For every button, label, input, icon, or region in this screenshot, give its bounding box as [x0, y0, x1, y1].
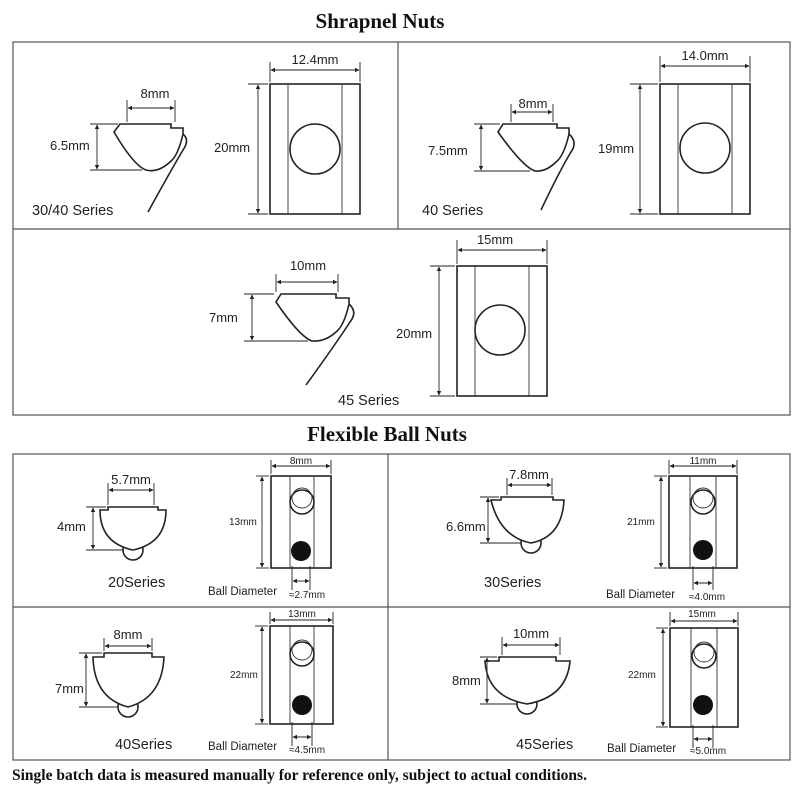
profile-height-dimension: 4mm	[57, 506, 123, 551]
ball-diameter-value: ≈2.7mm	[289, 590, 325, 601]
top-width-dimension: 7.8mm	[506, 467, 553, 495]
plate-length-dimension: 22mm	[628, 627, 668, 728]
shrapnel-plate-drawing	[659, 83, 751, 215]
svg-text:20mm: 20mm	[214, 140, 250, 155]
footnote: Single batch data is measured manually f…	[12, 767, 587, 784]
svg-text:7mm: 7mm	[55, 681, 84, 696]
svg-text:5.7mm: 5.7mm	[111, 472, 151, 487]
shrapnel-profile-drawing	[113, 123, 188, 213]
series-label: 30/40 Series	[32, 203, 113, 219]
svg-text:8mm: 8mm	[290, 456, 312, 467]
plate-width-dimension: 15mm	[456, 232, 548, 264]
plate-length-dimension: 20mm	[396, 265, 455, 397]
profile-height-dimension: 7mm	[209, 293, 308, 342]
svg-text:11mm: 11mm	[689, 456, 716, 467]
ball-nut-30: 7.8mm 6.6mm 30Series 11mm 21mm	[446, 456, 738, 603]
ball-nut-profile-drawing	[484, 656, 571, 715]
top-width-dimension: 8mm	[126, 86, 176, 122]
plate-width-dimension: 13mm	[269, 609, 334, 624]
plate-length-dimension: 13mm	[229, 475, 269, 569]
ball-nut-plate-drawing	[270, 475, 332, 569]
svg-text:6.5mm: 6.5mm	[50, 138, 90, 153]
ball-nut-profile-drawing	[489, 496, 565, 554]
svg-text:10mm: 10mm	[290, 258, 326, 273]
top-width-dimension: 5.7mm	[107, 472, 155, 505]
plate-length-dimension: 20mm	[214, 83, 268, 215]
svg-text:13mm: 13mm	[229, 517, 257, 528]
svg-text:7mm: 7mm	[209, 310, 238, 325]
ball-diameter-dimension	[692, 566, 714, 590]
top-width-dimension: 10mm	[501, 626, 561, 655]
top-width-dimension: 10mm	[275, 258, 339, 292]
ball-diameter-value: ≈4.0mm	[689, 592, 725, 603]
profile-height-dimension: 8mm	[452, 656, 517, 705]
ball-nut-plate-drawing	[668, 475, 738, 569]
svg-text:8mm: 8mm	[114, 627, 143, 642]
svg-text:12.4mm: 12.4mm	[292, 52, 339, 67]
plate-width-dimension: 11mm	[668, 456, 738, 474]
svg-text:8mm: 8mm	[519, 96, 548, 111]
series-label: 20Series	[108, 575, 165, 591]
ball-diameter-label: Ball Diameter	[606, 589, 675, 601]
svg-text:10mm: 10mm	[513, 626, 549, 641]
ball-diameter-dimension	[692, 725, 714, 748]
shrapnel-section-title: Shrapnel Nuts	[316, 9, 445, 33]
ball-nuts-section-title: Flexible Ball Nuts	[307, 422, 467, 446]
ball-diameter-value: ≈5.0mm	[690, 746, 726, 757]
shrapnel-profile-drawing	[497, 123, 575, 211]
top-width-dimension: 8mm	[510, 96, 554, 122]
svg-text:22mm: 22mm	[230, 670, 258, 681]
plate-width-dimension: 14.0mm	[659, 48, 751, 82]
svg-text:8mm: 8mm	[452, 673, 481, 688]
plate-length-dimension: 22mm	[230, 625, 268, 725]
ball-diameter-value: ≈4.5mm	[289, 745, 325, 756]
profile-height-dimension: 7mm	[55, 652, 118, 708]
svg-text:21mm: 21mm	[627, 517, 655, 528]
shrapnel-nut-40: 8mm 7.5mm 40 Series 14.0mm 19mm	[422, 48, 751, 219]
profile-height-dimension: 6.5mm	[50, 123, 142, 171]
series-label: 40 Series	[422, 203, 483, 219]
shrapnel-plate-drawing	[269, 83, 361, 215]
ball-diameter-dimension	[291, 566, 311, 590]
svg-text:19mm: 19mm	[598, 141, 634, 156]
ball-nut-20: 5.7mm 4mm 20Series 8mm 13mm	[57, 456, 332, 601]
svg-text:15mm: 15mm	[477, 232, 513, 247]
shrapnel-plate-drawing	[456, 265, 548, 397]
svg-text:22mm: 22mm	[628, 670, 656, 681]
ball-nut-plate-drawing	[269, 625, 334, 725]
plate-width-dimension: 12.4mm	[269, 52, 361, 82]
plate-length-dimension: 21mm	[627, 475, 667, 569]
top-width-dimension: 8mm	[103, 627, 153, 651]
ball-diameter-label: Ball Diameter	[607, 743, 676, 755]
profile-height-dimension: 6.6mm	[446, 496, 521, 544]
shrapnel-nut-30-40: 8mm 6.5mm 30/40 Series 12.4mm 20mm	[32, 52, 361, 219]
svg-text:14.0mm: 14.0mm	[682, 48, 729, 63]
series-label: 45Series	[516, 737, 573, 753]
svg-text:4mm: 4mm	[57, 519, 86, 534]
ball-diameter-label: Ball Diameter	[208, 741, 277, 753]
svg-text:8mm: 8mm	[141, 86, 170, 101]
svg-text:20mm: 20mm	[396, 326, 432, 341]
svg-text:7.5mm: 7.5mm	[428, 143, 468, 158]
series-label: 45 Series	[338, 393, 399, 409]
series-label: 30Series	[484, 575, 541, 591]
plate-width-dimension: 8mm	[270, 456, 332, 474]
plate-length-dimension: 19mm	[598, 83, 658, 215]
ball-nut-45: 10mm 8mm 45Series 15mm 22mm	[452, 609, 739, 757]
ball-nut-plate-drawing	[669, 627, 739, 728]
profile-height-dimension: 7.5mm	[428, 123, 530, 172]
svg-text:7.8mm: 7.8mm	[509, 467, 549, 482]
shrapnel-profile-drawing	[275, 293, 355, 386]
series-label: 40Series	[115, 737, 172, 753]
ball-diameter-dimension	[291, 722, 313, 746]
svg-text:15mm: 15mm	[688, 609, 716, 620]
svg-text:6.6mm: 6.6mm	[446, 519, 486, 534]
ball-nut-40: 8mm 7mm 40Series 13mm 22mm	[55, 609, 334, 756]
ball-diameter-label: Ball Diameter	[208, 586, 277, 598]
plate-width-dimension: 15mm	[669, 609, 739, 626]
svg-text:13mm: 13mm	[288, 609, 316, 620]
ball-nut-profile-drawing	[99, 506, 167, 561]
shrapnel-nut-45: 10mm 7mm 45 Series 15mm 20mm	[209, 232, 548, 409]
